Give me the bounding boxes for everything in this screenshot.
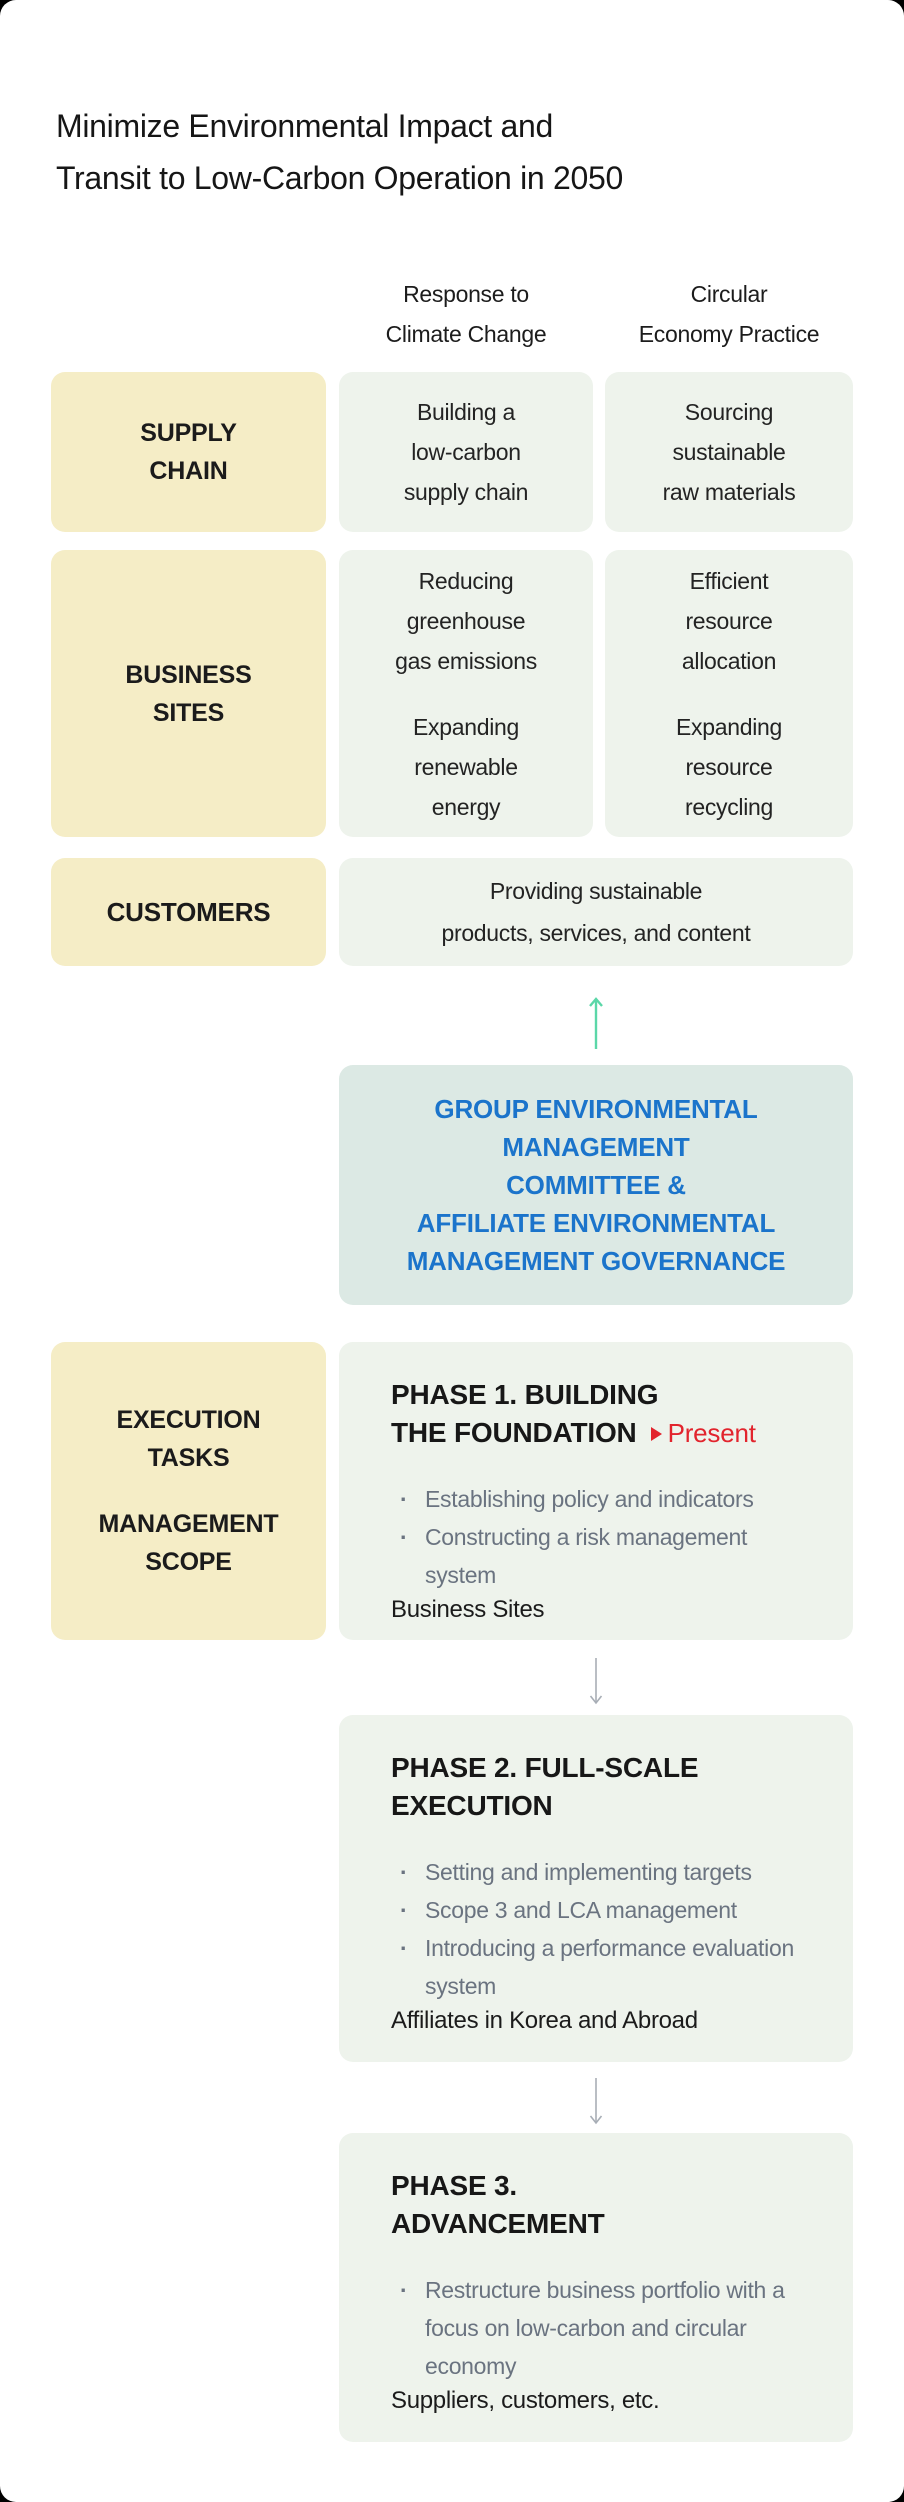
up-arrow-icon bbox=[588, 996, 604, 1050]
phase-2-bullets: Setting and implementing targets Scope 3… bbox=[391, 1853, 813, 2005]
cell-text-line: products, services, and content bbox=[441, 920, 751, 946]
label-execution-tasks-management-scope: EXECUTION TASKS MANAGEMENT SCOPE bbox=[51, 1342, 326, 1640]
phase-1-bullets: Establishing policy and indicators Const… bbox=[391, 1480, 813, 1594]
phase-3-title: PHASE 3. ADVANCEMENT bbox=[391, 2167, 813, 2243]
business-sites-label-line-2: SITES bbox=[152, 698, 225, 727]
cell-text-line: recycling bbox=[684, 793, 774, 820]
cell-text-line: Reducing bbox=[418, 567, 514, 594]
bullet-item: Setting and implementing targets bbox=[391, 1853, 813, 1891]
phase-2-title-line-2: EXECUTION bbox=[391, 1790, 553, 1821]
down-arrow-icon bbox=[588, 2078, 604, 2126]
cell-text-line: renewable bbox=[414, 753, 518, 780]
business-sites-label-line-1: BUSINESS bbox=[125, 660, 252, 689]
governance-line-1: GROUP ENVIRONMENTAL bbox=[434, 1094, 758, 1124]
phase-3-scope: Suppliers, customers, etc. bbox=[391, 2387, 660, 2414]
management-scope-line-2: SCOPE bbox=[145, 1548, 232, 1576]
cell-text-line: Building a bbox=[416, 399, 515, 425]
governance-committee-box: GROUP ENVIRONMENTAL MANAGEMENT COMMITTEE… bbox=[339, 1065, 853, 1305]
supply-chain-label-line-2: CHAIN bbox=[149, 457, 228, 485]
label-supply-chain: SUPPLY CHAIN bbox=[51, 372, 326, 532]
phase-2-scope: Affiliates in Korea and Abroad bbox=[391, 2007, 698, 2034]
page-title: Minimize Environmental Impact and Transi… bbox=[56, 100, 776, 204]
down-arrow-icon bbox=[588, 1658, 604, 1706]
cell-text-line: resource bbox=[685, 753, 773, 780]
column-header-circular-line-1: Circular bbox=[690, 281, 768, 307]
phase-3-title-line-1: PHASE 3. bbox=[391, 2170, 517, 2201]
execution-tasks-line-2: TASKS bbox=[147, 1444, 230, 1472]
phase-3-box: PHASE 3. ADVANCEMENT Restructure busines… bbox=[339, 2133, 853, 2442]
governance-line-5: MANAGEMENT GOVERNANCE bbox=[406, 1246, 786, 1276]
cell-business-sites-climate: Reducing greenhouse gas emissions Expand… bbox=[339, 550, 593, 837]
column-header-climate-line-1: Response to bbox=[403, 281, 529, 307]
cell-text-line: gas emissions bbox=[395, 647, 537, 674]
cell-text-line: energy bbox=[431, 793, 501, 820]
page-title-line-2: Transit to Low-Carbon Operation in 2050 bbox=[56, 160, 623, 196]
cell-supply-chain-climate: Building a low-carbon supply chain bbox=[339, 372, 593, 532]
present-label: Present bbox=[667, 1418, 756, 1448]
label-customers: CUSTOMERS bbox=[51, 858, 326, 966]
present-triangle-icon bbox=[650, 1427, 662, 1441]
cell-supply-chain-circular: Sourcing sustainable raw materials bbox=[605, 372, 853, 532]
column-header-circular-economy: Circular Economy Practice bbox=[605, 274, 853, 354]
governance-line-4: AFFILIATE ENVIRONMENTAL bbox=[416, 1208, 776, 1238]
cell-text-line: Expanding bbox=[413, 713, 519, 740]
phase-3-bullets: Restructure business portfolio with a fo… bbox=[391, 2271, 813, 2385]
cell-text-line: sustainable bbox=[672, 439, 786, 465]
cell-text-line: greenhouse bbox=[406, 607, 526, 634]
phase-2-box: PHASE 2. FULL-SCALE EXECUTION Setting an… bbox=[339, 1715, 853, 2062]
cell-text-line: low-carbon bbox=[411, 439, 521, 465]
phase-3-title-line-2: ADVANCEMENT bbox=[391, 2208, 605, 2239]
phase-2-title: PHASE 2. FULL-SCALE EXECUTION bbox=[391, 1749, 813, 1825]
management-scope-line-1: MANAGEMENT bbox=[98, 1510, 279, 1538]
governance-line-2: MANAGEMENT bbox=[502, 1132, 690, 1162]
cell-business-sites-circular: Efficient resource allocation Expanding … bbox=[605, 550, 853, 837]
cell-customers-content: Providing sustainable products, services… bbox=[339, 858, 853, 966]
cell-text-line: resource bbox=[685, 607, 773, 634]
present-marker: Present bbox=[637, 1417, 756, 1448]
execution-tasks-line-1: EXECUTION bbox=[116, 1406, 261, 1434]
governance-line-3: COMMITTEE & bbox=[506, 1170, 686, 1200]
cell-text-line: Expanding bbox=[676, 713, 782, 740]
bullet-item: Introducing a performance evaluation sys… bbox=[391, 1929, 813, 2005]
page-title-line-1: Minimize Environmental Impact and bbox=[56, 108, 553, 144]
phase-1-title-line-1: PHASE 1. BUILDING bbox=[391, 1379, 659, 1410]
cell-text-line: Efficient bbox=[689, 567, 769, 594]
bullet-item: Scope 3 and LCA management bbox=[391, 1891, 813, 1929]
cell-text-line: raw materials bbox=[662, 479, 796, 505]
column-header-circular-line-2: Economy Practice bbox=[638, 321, 820, 347]
label-business-sites: BUSINESS SITES bbox=[51, 550, 326, 837]
column-header-climate-change: Response to Climate Change bbox=[339, 274, 593, 354]
customers-label: CUSTOMERS bbox=[106, 897, 271, 927]
phase-1-scope: Business Sites bbox=[391, 1596, 545, 1623]
supply-chain-label-line-1: SUPPLY bbox=[140, 419, 237, 447]
cell-text-line: Sourcing bbox=[684, 399, 774, 425]
cell-text-line: Providing sustainable bbox=[489, 878, 703, 904]
column-header-climate-line-2: Climate Change bbox=[385, 321, 547, 347]
phase-2-title-line-1: PHASE 2. FULL-SCALE bbox=[391, 1752, 699, 1783]
cell-text-line: supply chain bbox=[403, 479, 529, 505]
bullet-item: Restructure business portfolio with a fo… bbox=[391, 2271, 813, 2385]
bullet-item: Establishing policy and indicators bbox=[391, 1480, 813, 1518]
cell-text-line: allocation bbox=[681, 647, 777, 674]
bullet-item: Constructing a risk management system bbox=[391, 1518, 813, 1594]
